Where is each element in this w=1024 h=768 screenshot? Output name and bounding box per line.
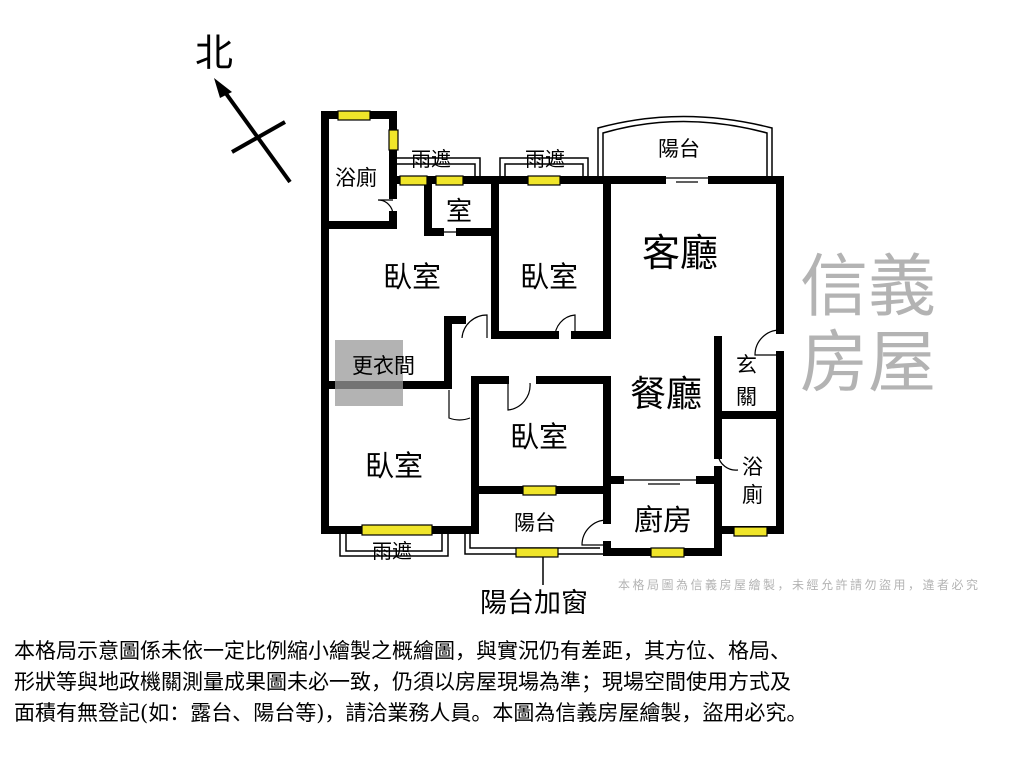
door-bedroom1 [461, 314, 488, 339]
room-label-bedroom1: 臥室 [383, 260, 441, 294]
window-icon [515, 547, 559, 558]
room-label-canopy1: 雨遮 [411, 147, 451, 171]
door-bedroom2 [554, 314, 576, 339]
room-label-canopy3: 雨遮 [372, 539, 412, 563]
compass-label: 北 [195, 31, 233, 75]
room-label-bath2-2: 廁 [742, 483, 763, 507]
window-icon [388, 129, 399, 151]
room-label-dining: 餐廳 [630, 374, 702, 415]
sliding-door-balcony [662, 177, 712, 183]
room-label-closet: 更衣間 [352, 354, 415, 378]
room-label-bedroom3: 臥室 [510, 420, 568, 454]
room-label-balcony-bottom: 陽台 [514, 511, 556, 535]
disclaimer-line: 形狀等與地政機關測量成果圖未必一致，仍須以房屋現場為準；現場空間使用方式及 [14, 670, 791, 694]
window-icon [527, 175, 561, 186]
doors [377, 177, 781, 546]
north-arrow-icon [214, 78, 292, 184]
disclaimer-line: 本格局示意圖係未依一定比例縮小繪製之概繪圖，與實況仍有差距，其方位、格局、 [14, 639, 791, 663]
balcony-outlines [339, 115, 773, 585]
room-label-entry-1: 玄 [736, 353, 757, 377]
window-icon [435, 175, 464, 186]
disclaimer: 本格局示意圖係未依一定比例縮小繪製之概繪圖，與實況仍有差距，其方位、格局、 形狀… [14, 636, 1014, 729]
door-entry [754, 329, 781, 356]
door-closet [448, 390, 471, 421]
window-icon [337, 110, 371, 121]
room-label-bath1: 浴廁 [335, 166, 377, 190]
disclaimer-line: 面積有無登記(如：露台、陽台等)，請洽業務人員。本圖為信義房屋繪製，盜用必究。 [14, 701, 808, 725]
watermark-brand: 信義房屋 [800, 248, 937, 403]
door-balcony [581, 519, 608, 546]
room-label-bedroom4: 臥室 [365, 449, 423, 483]
door-bath1 [377, 199, 394, 216]
room-label-bath2-1: 浴 [742, 455, 763, 479]
room-label-small-room: 室 [446, 197, 472, 227]
room-label-living: 客廳 [642, 231, 718, 275]
room-label-kitchen: 廚房 [634, 503, 692, 537]
watermark-notice: 本格局圖為信義房屋繪製，未經允許請勿盜用，違者必究 [618, 578, 981, 592]
room-label-balcony-top: 陽台 [658, 137, 700, 161]
window-icon [522, 485, 557, 496]
room-label-balcony-window: 陽台加窗 [480, 588, 588, 619]
room-label-bedroom2: 臥室 [520, 260, 578, 294]
window-icon [650, 547, 685, 558]
room-label-entry-2: 關 [736, 385, 757, 409]
room-label-canopy2: 雨遮 [525, 147, 565, 171]
sliding-door-kitchen [620, 479, 700, 485]
window-icon [399, 175, 428, 186]
window-icon [361, 524, 433, 536]
windows [337, 110, 768, 558]
door-bath2 [717, 454, 739, 471]
watermark-logo [335, 340, 403, 406]
window-icon [733, 526, 768, 537]
door-bedroom3 [507, 382, 531, 411]
